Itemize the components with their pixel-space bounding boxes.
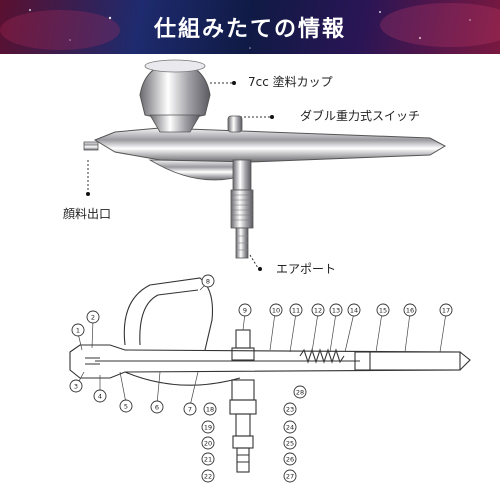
trigger-label: ダブル重力式スイッチ xyxy=(300,109,421,123)
part-number: 1 xyxy=(76,327,80,335)
part-number: 25 xyxy=(286,440,294,448)
part-number: 16 xyxy=(406,307,414,315)
title-banner: 仕組みたての情報 xyxy=(0,0,500,54)
part-number: 21 xyxy=(204,456,212,464)
part-number: 12 xyxy=(314,307,322,315)
part-number: 24 xyxy=(286,424,294,432)
part-number: 11 xyxy=(292,307,300,315)
space-background xyxy=(0,3,500,50)
part-number: 2 xyxy=(91,314,95,322)
part-number: 3 xyxy=(74,383,78,391)
part-number: 7 xyxy=(188,406,192,414)
nozzle-pointer-dot xyxy=(86,192,90,196)
part-number: 5 xyxy=(124,403,128,411)
part-number: 22 xyxy=(204,473,212,481)
part-number: 4 xyxy=(98,393,102,401)
part-number: 6 xyxy=(155,404,159,412)
cup-label: 7cc 塗料カップ xyxy=(248,75,333,89)
air-port-pointer-dot xyxy=(258,267,262,271)
part-number: 13 xyxy=(332,307,340,315)
part-number: 26 xyxy=(286,456,294,464)
part-number: 20 xyxy=(204,440,212,448)
cup-pointer-dot xyxy=(232,81,236,85)
part-number: 8 xyxy=(206,278,210,286)
page-title: 仕組みたての情報 xyxy=(153,17,346,42)
part-number: 17 xyxy=(442,307,450,315)
nozzle-label: 顔料出口 xyxy=(63,207,112,221)
part-number: 18 xyxy=(206,406,214,414)
part-number: 15 xyxy=(379,307,387,315)
part-number: 27 xyxy=(286,473,294,481)
part-number: 14 xyxy=(350,307,358,315)
part-number: 9 xyxy=(243,307,247,315)
part-number: 10 xyxy=(272,307,280,315)
part-number: 28 xyxy=(296,389,304,397)
trigger-pointer-dot xyxy=(270,115,274,119)
part-number: 23 xyxy=(286,406,294,414)
air-port-label: エアポート xyxy=(276,262,337,276)
part-number: 19 xyxy=(204,424,212,432)
